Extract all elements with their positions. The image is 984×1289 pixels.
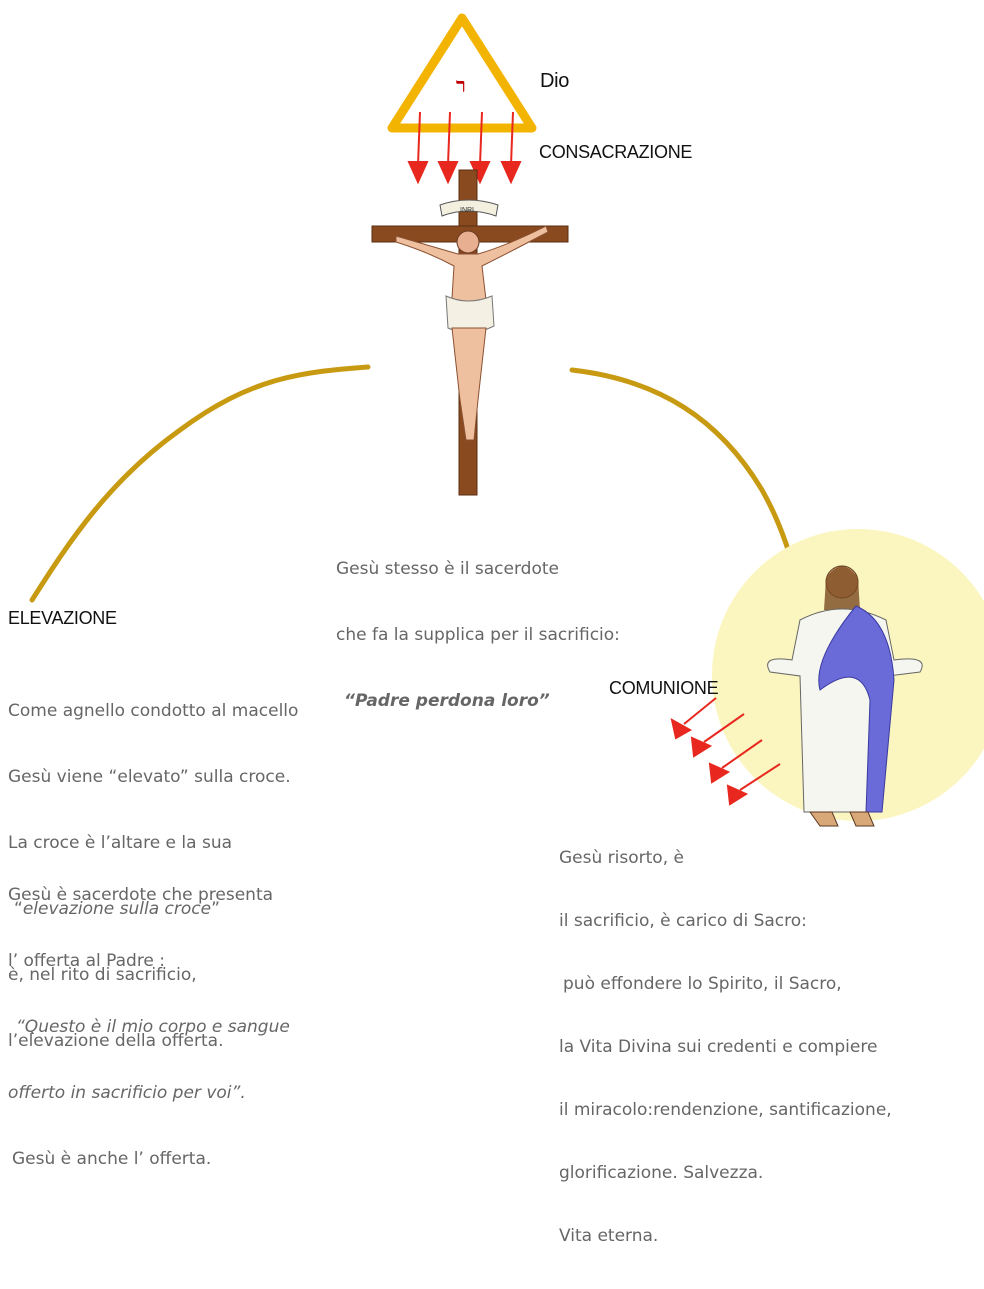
- left2-line-5: Gesù è anche l’ offerta.: [8, 1148, 290, 1170]
- red-arrow-icon: [672, 698, 716, 738]
- left2-line-2: l’ offerta al Padre :: [8, 950, 290, 972]
- center-caption: Gesù stesso è il sacerdote che fa la sup…: [336, 514, 620, 756]
- center-quote: “Padre perdona loro”: [336, 690, 620, 712]
- red-arrow-icon: [439, 112, 457, 182]
- right-line-3: può effondere lo Spirito, il Sacro,: [559, 974, 892, 995]
- right-line-2: il sacrificio, è carico di Sacro:: [559, 911, 892, 932]
- left1-line-2: Gesù viene “elevato” sulla croce.: [8, 766, 298, 788]
- offering-description: Gesù è sacerdote che presenta l’ offerta…: [8, 840, 290, 1214]
- right-line-4: la Vita Divina sui credenti e compiere: [559, 1037, 892, 1058]
- red-arrow-icon: [409, 112, 427, 182]
- communion-description: Gesù risorto, è il sacrificio, è carico …: [559, 806, 892, 1289]
- inri-label: INRI: [460, 207, 474, 214]
- crucifix: [372, 170, 568, 495]
- left1-line-1: Come agnello condotto al macello: [8, 700, 298, 722]
- elevation-path: [32, 367, 368, 600]
- left2-line-3: “Questo è il mio corpo e sangue: [8, 1016, 290, 1038]
- left2-line-1: Gesù è sacerdote che presenta: [8, 884, 290, 906]
- label-dio: Dio: [540, 70, 569, 93]
- label-consacrazione: CONSACRAZIONE: [539, 142, 692, 163]
- right-line-6: glorificazione. Salvezza.: [559, 1163, 892, 1184]
- hebrew-letter: ר: [456, 73, 466, 97]
- center-line-1: Gesù stesso è il sacerdote: [336, 558, 620, 580]
- right-line-1: Gesù risorto, è: [559, 848, 892, 869]
- right-line-5: il miracolo:rendenzione, santificazione,: [559, 1100, 892, 1121]
- right-line-7: Vita eterna.: [559, 1226, 892, 1247]
- label-comunione: COMUNIONE: [609, 678, 718, 699]
- christ-figure: [396, 226, 548, 440]
- left2-line-4: offerto in sacrificio per voi”.: [8, 1082, 290, 1104]
- center-line-2: che fa la supplica per il sacrificio:: [336, 624, 620, 646]
- diagram: ר INRI Dio CONSACRAZIONE ELEVAZIONE COMU…: [0, 0, 984, 970]
- red-arrow-icon: [502, 112, 520, 182]
- label-elevazione: ELEVAZIONE: [8, 608, 117, 629]
